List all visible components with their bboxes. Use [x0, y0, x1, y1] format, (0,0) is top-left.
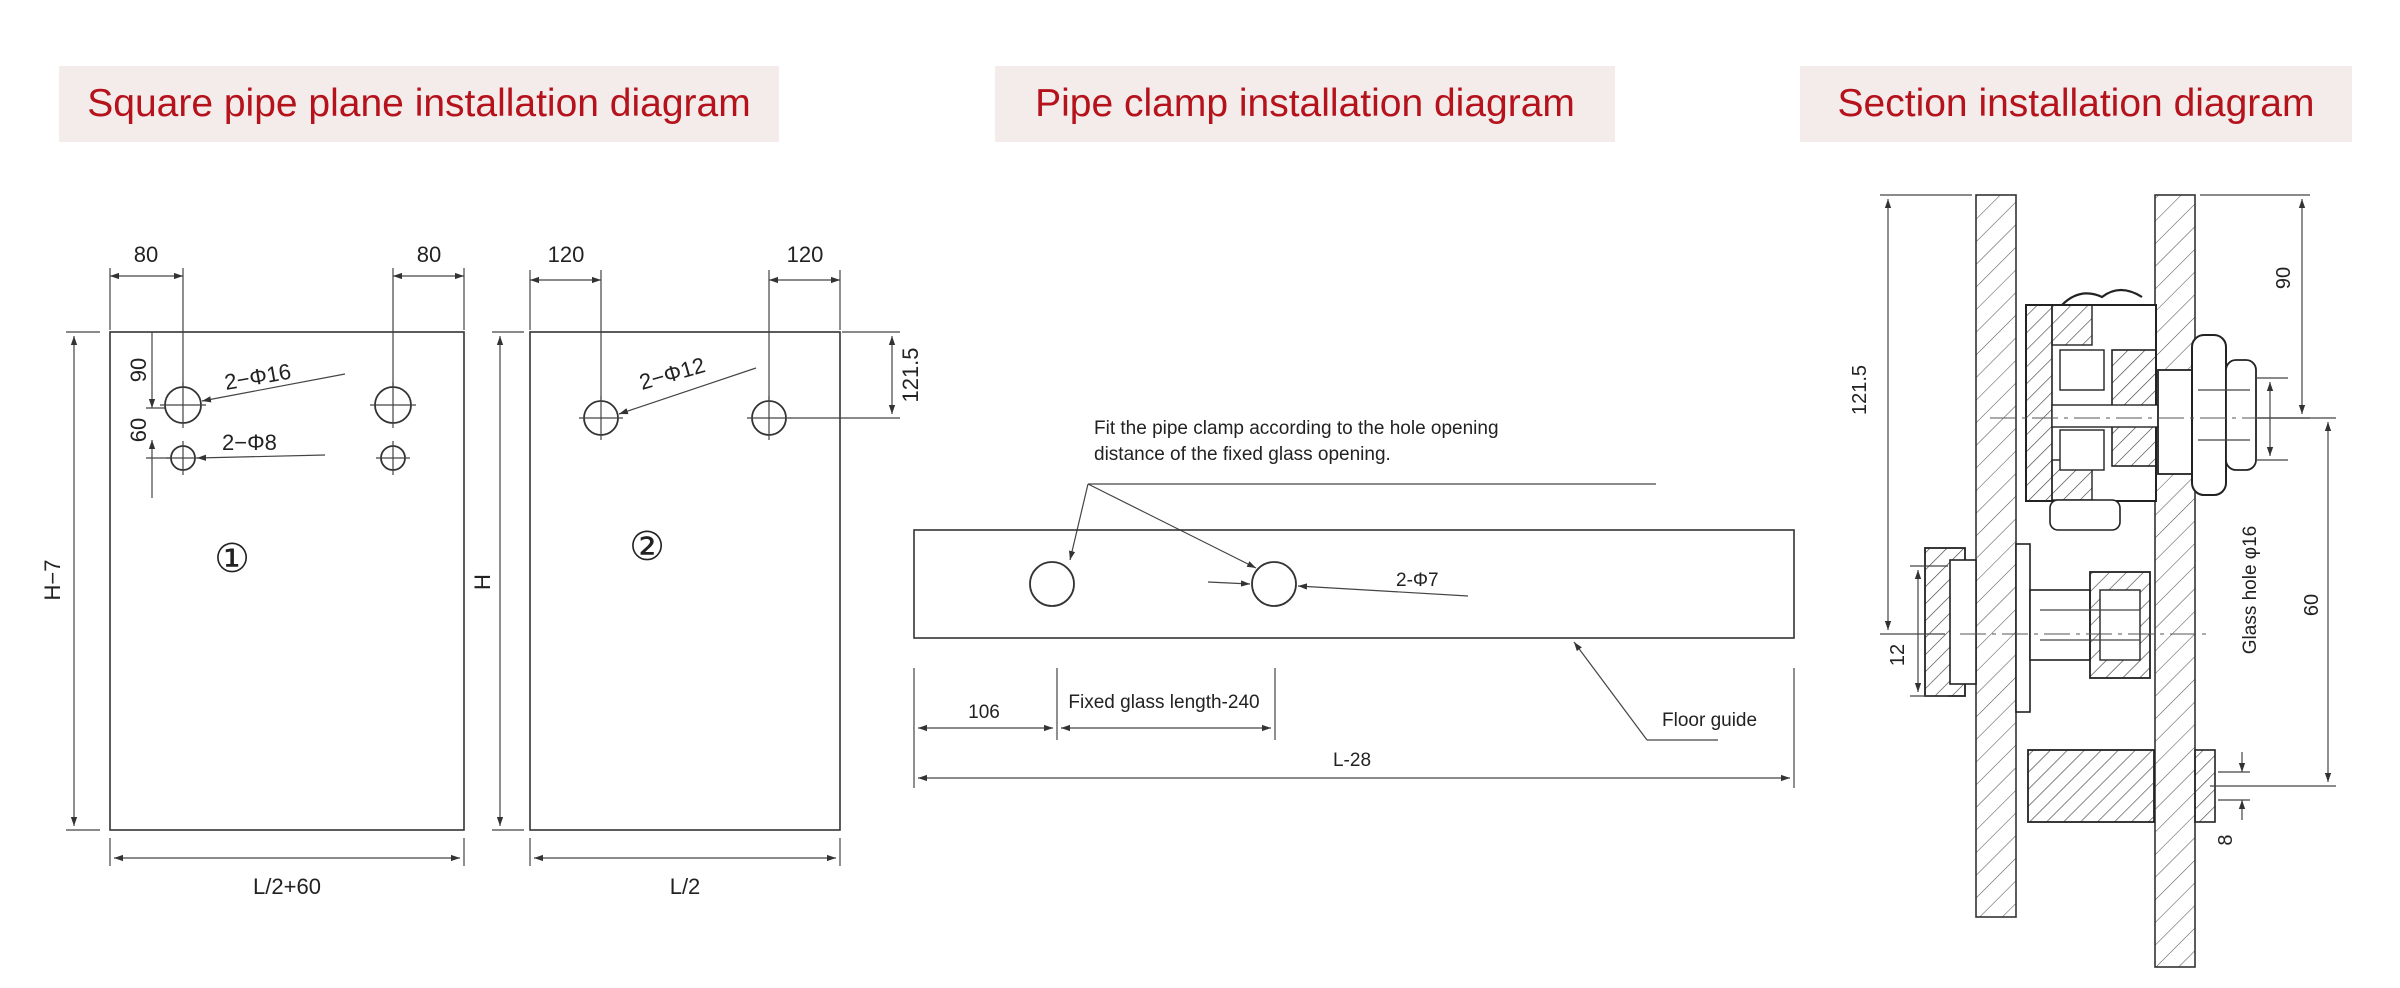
panel-1-drawing: 80 80 90 60 2−Φ16 2−Φ8 ①: [40, 242, 465, 899]
section-lower-clamp: [1924, 543, 2151, 713]
clamp-hole-left: [1029, 561, 1075, 607]
clamp-dim-total: L-28: [1333, 750, 1371, 771]
panel-1-hole-small-label: 2−Φ8: [222, 430, 277, 455]
floor-guide-label: Floor guide: [1662, 710, 1757, 731]
panel-2-width: L/2: [670, 874, 701, 899]
clamp-dim-mid: Fixed glass length-240: [1068, 692, 1259, 713]
clamp-hole-label: 2-Φ7: [1396, 570, 1439, 591]
panel-1-hole-large-label: 2−Φ16: [223, 359, 293, 395]
section-dim-12: 12: [1887, 644, 1909, 666]
section-title: Section installation diagram: [1800, 66, 2352, 142]
pipe-clamp-bar: [913, 529, 1795, 639]
panel-2-dim-top-right: 120: [787, 242, 824, 267]
clamp-dim-left: 106: [968, 702, 1000, 723]
square-pipe-title: Square pipe plane installation diagram: [59, 66, 779, 142]
panel-1-height: H−7: [40, 560, 65, 601]
section-upper-clamp: [2025, 288, 2161, 531]
pipe-clamp-drawing: Fit the pipe clamp according to the hole…: [913, 418, 1795, 788]
panel-2-outline: [529, 331, 841, 831]
panel-2-dim-top-left: 120: [548, 242, 585, 267]
clamp-hole-right: [1251, 561, 1297, 607]
panel-1-width: L/2+60: [253, 874, 321, 899]
section-upper-knob: [2157, 334, 2257, 496]
panel-2-height: H: [470, 574, 495, 590]
section-dim-8: 8: [2215, 834, 2237, 845]
panel-1-dim-top-left: 80: [134, 242, 158, 267]
section-dim-top: 90: [2273, 267, 2295, 289]
section-drawing: 121.5 12 90 Glass hole φ16 60: [1849, 194, 2336, 968]
panel-1-outline: [109, 331, 465, 831]
section-floor-guide-block: [2027, 749, 2216, 823]
clamp-note-line-1: Fit the pipe clamp according to the hole…: [1094, 418, 1499, 439]
clamp-note-line-2: distance of the fixed glass opening.: [1094, 444, 1391, 465]
panel-2-drawing: 120 120 2−Φ12 121.5 ② H: [470, 242, 923, 899]
panel-1-dim-top-right: 80: [417, 242, 441, 267]
panel-2-number: ②: [629, 525, 665, 569]
section-dim-total: 121.5: [1849, 365, 1871, 415]
panel-1-dim-v-top: 90: [126, 358, 151, 382]
pipe-clamp-title: Pipe clamp installation diagram: [995, 66, 1615, 142]
section-dim-60: 60: [2301, 594, 2323, 616]
section-glass-hole-label: Glass hole φ16: [2240, 526, 2261, 655]
panel-1-number: ①: [214, 537, 250, 581]
section-glass-left: [1975, 194, 2017, 918]
section-glass-right: [2154, 194, 2196, 968]
panel-1-dim-v-mid: 60: [126, 418, 151, 442]
panel-2-hole-label: 2−Φ12: [636, 352, 707, 395]
panel-2-dim-right: 121.5: [898, 347, 923, 402]
